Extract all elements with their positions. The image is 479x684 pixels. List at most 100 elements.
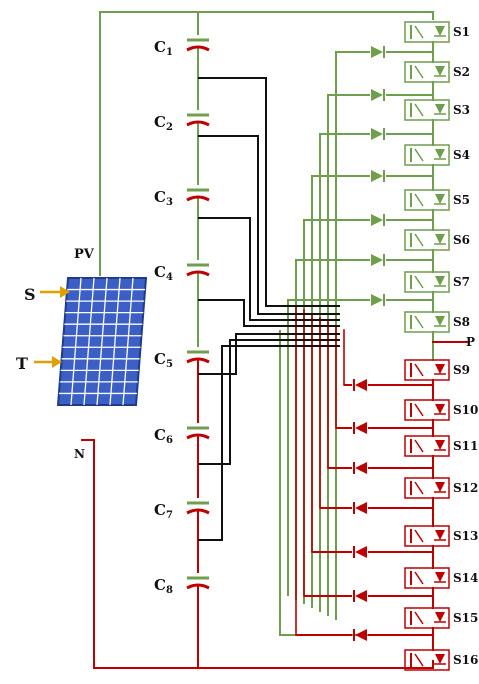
- pv-negative-rail: [93, 440, 434, 669]
- pv-grid-col: [109, 277, 121, 406]
- capacitor-plate-bottom: [186, 45, 210, 52]
- capacitor-node-link: [198, 77, 340, 307]
- switch-11: [404, 435, 450, 457]
- switch-box: [404, 229, 450, 251]
- diode-body: [371, 294, 383, 306]
- capacitor-node-link: [198, 339, 340, 465]
- switch-channel: [414, 481, 424, 495]
- switch-label: S2: [453, 65, 470, 79]
- switch-diode: [435, 572, 445, 582]
- switch-4: [404, 144, 450, 166]
- switch-box: [404, 399, 450, 421]
- switch-label: S9: [453, 363, 470, 377]
- capacitor: [186, 576, 210, 590]
- green-diode: [371, 170, 385, 182]
- capacitor-subscript: 4: [166, 272, 173, 283]
- switch-box: [404, 144, 450, 166]
- switch-diode: [435, 530, 445, 540]
- switch-box: [404, 607, 450, 629]
- capacitor-subscript: 5: [166, 359, 173, 370]
- diode-body: [371, 46, 383, 58]
- switch-box: [404, 21, 450, 43]
- capacitor-subscript: 8: [166, 585, 173, 596]
- capacitor-plate-bottom: [186, 357, 210, 364]
- wires: [81, 11, 469, 669]
- pv-positive-rail: [99, 11, 434, 276]
- switch-channel: [414, 571, 424, 585]
- switch-diode: [435, 194, 445, 204]
- switch-1: [404, 21, 450, 43]
- switch-diode: [435, 612, 445, 622]
- diode-body: [371, 89, 383, 101]
- red-diode: [353, 462, 367, 474]
- capacitor: [186, 501, 210, 515]
- switch-label: S5: [453, 193, 470, 207]
- capacitor: [186, 113, 210, 127]
- capacitor-plate-bottom: [186, 583, 210, 590]
- switch-channel: [414, 103, 424, 117]
- green-diode: [371, 254, 385, 266]
- switch-channel: [414, 653, 424, 667]
- pv-grid-col: [70, 277, 82, 406]
- capacitor-node-link: [198, 135, 340, 315]
- capacitor-label: C7: [154, 501, 173, 521]
- switch-label: S13: [453, 529, 478, 543]
- red-diode: [353, 590, 367, 602]
- red-diode: [353, 629, 367, 641]
- switch-channel: [414, 148, 424, 162]
- switch-label: S12: [453, 481, 478, 495]
- pv-panel: [56, 277, 148, 406]
- switch-label: S8: [453, 315, 470, 329]
- switch-box: [404, 271, 450, 293]
- switch-diode: [435, 404, 445, 414]
- switch-box: [404, 525, 450, 547]
- switch-label: S7: [453, 275, 470, 289]
- switch-3: [404, 99, 450, 121]
- capacitor-node-link: [198, 299, 340, 327]
- diode-array: [353, 46, 385, 641]
- switch-box: [404, 61, 450, 83]
- switch-channel: [414, 315, 424, 329]
- green-diode: [371, 89, 385, 101]
- input-s-label: S: [24, 285, 36, 304]
- switch-label: S16: [453, 653, 478, 667]
- pv-grid-col: [96, 277, 108, 406]
- switch-diode: [435, 482, 445, 492]
- green-diode: [371, 46, 385, 58]
- diode-body: [371, 214, 383, 226]
- switch-channel: [414, 363, 424, 377]
- capacitor-plate-bottom: [186, 270, 210, 277]
- green-diode: [371, 294, 385, 306]
- capacitor-label: C2: [154, 113, 173, 133]
- pv-label: PV: [74, 247, 95, 262]
- diode-body: [371, 128, 383, 140]
- switch-12: [404, 477, 450, 499]
- capacitor-label: C5: [154, 350, 173, 370]
- capacitor-plate-bottom: [186, 195, 210, 202]
- switch-13: [404, 525, 450, 547]
- switch-channel: [414, 25, 424, 39]
- switch-diode: [435, 66, 445, 76]
- red-diode: [353, 379, 367, 391]
- switch-box: [404, 311, 450, 333]
- switch-channel: [414, 529, 424, 543]
- switch-box: [404, 649, 450, 671]
- switch-channel: [414, 275, 424, 289]
- switch-diode: [435, 234, 445, 244]
- switch-label: S15: [453, 611, 478, 625]
- capacitor-label: C4: [154, 263, 173, 283]
- switch-14: [404, 567, 450, 589]
- switch-15: [404, 607, 450, 629]
- capacitor-label: C8: [154, 576, 173, 596]
- capacitor-plate-bottom: [186, 120, 210, 127]
- switch-diode: [435, 316, 445, 326]
- switch-box: [404, 477, 450, 499]
- switch-box: [404, 189, 450, 211]
- switch-diode: [435, 104, 445, 114]
- capacitor-label: C1: [154, 38, 173, 58]
- capacitor-node-link: [198, 217, 340, 321]
- switch-7: [404, 271, 450, 293]
